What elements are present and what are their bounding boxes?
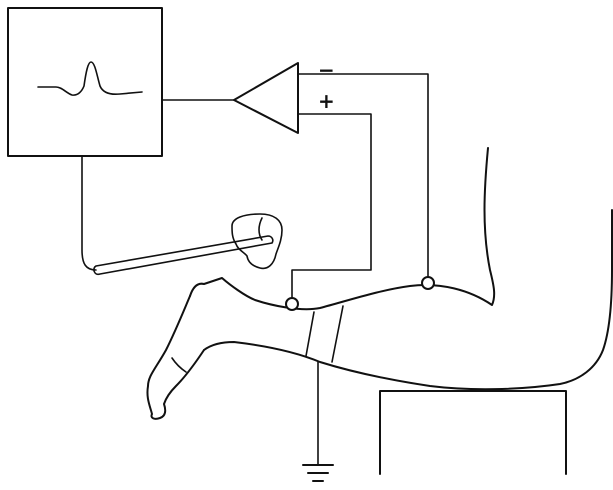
probe-head (231, 213, 283, 270)
noninverting-lead-wire (291, 113, 372, 299)
noninverting-input-label: + (318, 89, 335, 113)
foot-contour (146, 295, 205, 420)
ground-electrode-strap (305, 305, 344, 363)
probe-handle (93, 235, 274, 276)
oscilloscope (7, 7, 163, 157)
amplifier-triangle (233, 62, 299, 134)
evoked-waveform-trace (37, 61, 143, 96)
leg-upper-contour (189, 147, 496, 311)
calf-inner-contour (171, 357, 187, 373)
leg-lower-contour (203, 209, 613, 391)
ground-icon (302, 464, 334, 482)
stimulating-probe (93, 213, 283, 276)
oscilloscope-screen (7, 7, 163, 157)
wiring (81, 73, 429, 466)
chair-seat (379, 390, 567, 475)
stimulator-cable (81, 155, 97, 271)
reference-recording-electrode (421, 276, 435, 290)
inverting-input-label: − (318, 58, 335, 82)
leg-outline (146, 147, 613, 420)
differential-amplifier: − + (233, 58, 335, 134)
chair (379, 390, 567, 475)
active-recording-electrode (285, 297, 299, 311)
probe-head-seam (258, 217, 263, 241)
inverting-lead-wire (297, 73, 429, 277)
